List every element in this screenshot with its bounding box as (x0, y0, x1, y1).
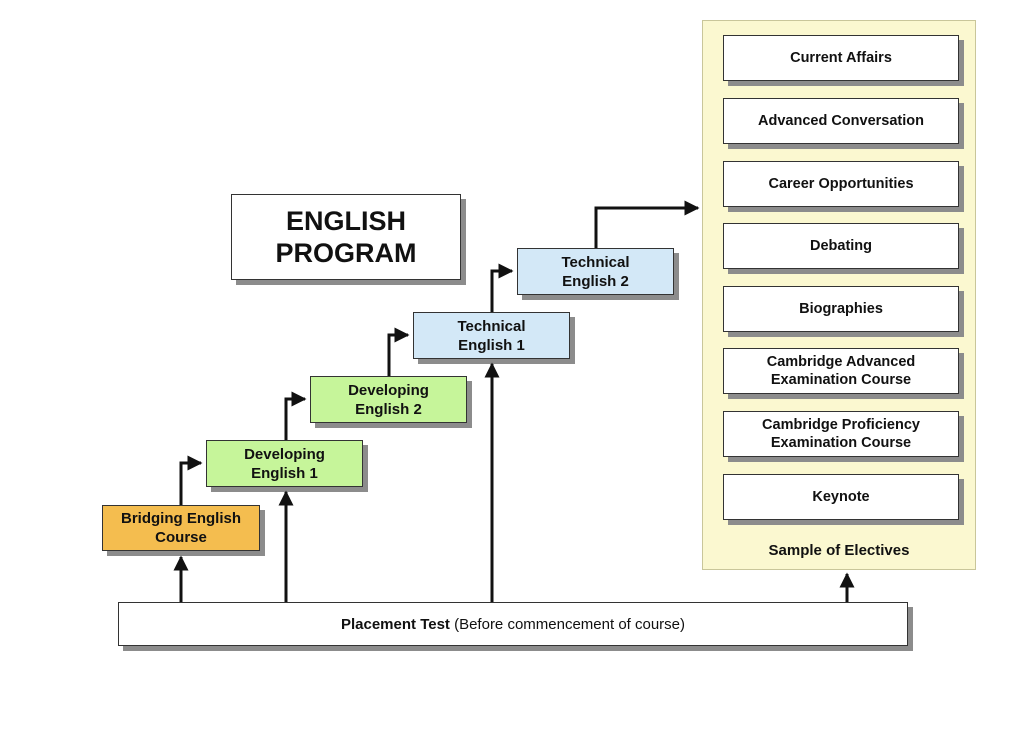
step-developing-english-2: Developing English 2 (310, 376, 467, 423)
elective-label: Debating (809, 238, 873, 254)
arrow-tech2-to-electives (594, 200, 700, 248)
arrow-dev1-to-dev2 (284, 391, 307, 440)
elective-item: Career Opportunities (723, 161, 959, 207)
step-tech1-label-1: Technical (457, 317, 526, 335)
step-bridging-english: Bridging English Course (102, 505, 260, 551)
elective-item: Cambridge Proficiency Examination Course (723, 411, 959, 457)
elective-label: Current Affairs (790, 50, 892, 66)
step-technical-english-1: Technical English 1 (413, 312, 570, 359)
step-dev2-label-2: English 2 (355, 400, 422, 418)
elective-label: Advanced Conversation (758, 113, 924, 129)
electives-panel: Current Affairs Advanced Conversation Ca… (702, 20, 976, 570)
step-dev2-label-1: Developing (348, 381, 429, 399)
step-tech2-label-2: English 2 (562, 272, 629, 290)
elective-item: Biographies (723, 286, 959, 332)
program-title-line2: PROGRAM (275, 238, 417, 268)
elective-item: Current Affairs (723, 35, 959, 81)
elective-label: Career Opportunities (768, 176, 914, 192)
program-title-line1: ENGLISH (285, 206, 406, 236)
arrow-dev2-to-tech1 (387, 327, 410, 376)
step-bridging-label-1: Bridging English (121, 510, 241, 527)
step-bridging-label-2: Course (155, 529, 207, 546)
elective-label: Cambridge Proficiency (762, 417, 920, 433)
program-title: ENGLISH PROGRAM (231, 194, 461, 280)
elective-label-2: Examination Course (770, 372, 912, 388)
elective-label: Biographies (799, 301, 883, 317)
elective-label: Cambridge Advanced (766, 354, 916, 370)
elective-label: Keynote (812, 489, 870, 505)
step-tech2-label-1: Technical (561, 253, 630, 271)
step-developing-english-1: Developing English 1 (206, 440, 363, 487)
elective-label-2: Examination Course (770, 435, 912, 451)
placement-test-title: Placement Test (340, 615, 450, 633)
electives-panel-label: Sample of Electives (768, 542, 910, 559)
step-dev1-label-1: Developing (244, 445, 325, 463)
step-technical-english-2: Technical English 2 (517, 248, 674, 295)
elective-item: Cambridge Advanced Examination Course (723, 348, 959, 394)
arrow-tech1-to-tech2 (490, 263, 514, 312)
elective-item: Advanced Conversation (723, 98, 959, 144)
arrow-bridging-to-dev1 (179, 455, 203, 505)
step-tech1-label-2: English 1 (458, 336, 525, 354)
placement-test-bar: Placement Test (Before commencement of c… (118, 602, 908, 646)
elective-item: Keynote (723, 474, 959, 520)
placement-test-note: (Before commencement of course) (449, 615, 686, 633)
step-dev1-label-2: English 1 (251, 464, 318, 482)
elective-item: Debating (723, 223, 959, 269)
